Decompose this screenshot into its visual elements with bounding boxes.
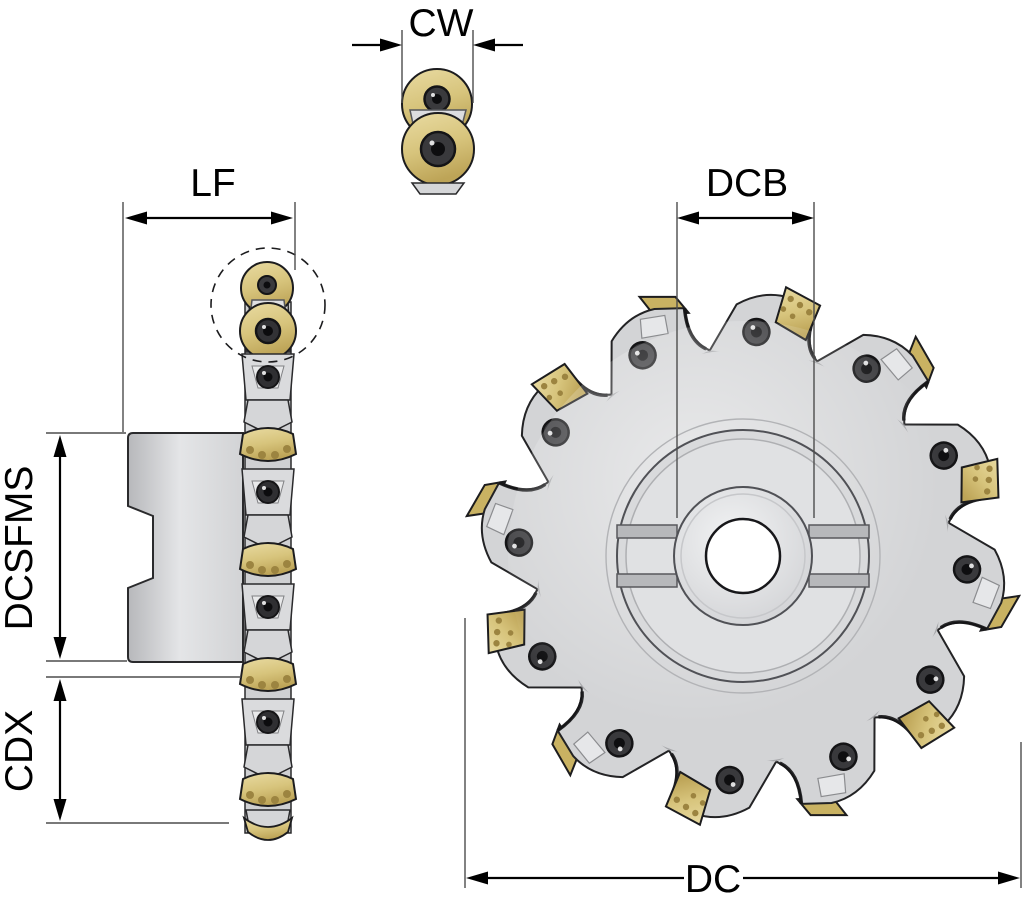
arrowhead xyxy=(53,435,67,457)
drive-slot xyxy=(808,524,870,539)
dimension-dcb xyxy=(676,202,815,518)
extension-line xyxy=(401,30,474,103)
drive-slot xyxy=(808,573,870,588)
dim-label-cdx: CDX xyxy=(0,710,41,792)
hub-outline-circle xyxy=(605,418,881,694)
arrowhead xyxy=(473,38,495,52)
extension-line xyxy=(676,202,815,518)
extension-line xyxy=(122,202,296,432)
center-bore xyxy=(704,517,782,595)
rim-bottom-cap xyxy=(242,809,294,841)
rim-segment xyxy=(239,353,297,462)
dimension-lf xyxy=(122,202,296,432)
arrowhead xyxy=(466,871,488,885)
rim-top-inserts xyxy=(239,261,297,360)
arrowhead xyxy=(998,871,1020,885)
dim-label-dc: DC xyxy=(685,858,741,901)
arrowhead xyxy=(792,211,814,225)
arrowhead xyxy=(53,799,67,821)
extension-line xyxy=(464,618,1022,888)
arrowhead xyxy=(53,679,67,701)
arrowhead xyxy=(125,211,147,225)
dimension-cdx xyxy=(46,676,241,824)
dim-label-cw: CW xyxy=(409,2,474,45)
dimension-cw xyxy=(352,30,523,103)
extension-line xyxy=(46,676,241,824)
cutter-hub xyxy=(127,432,244,663)
arrowhead xyxy=(53,637,67,659)
extension-line xyxy=(46,432,127,662)
rim-segment xyxy=(239,698,297,807)
drive-slot xyxy=(616,573,678,588)
dimension-dcsfms xyxy=(46,432,127,662)
arrowhead xyxy=(271,211,293,225)
dim-label-dcb: DCB xyxy=(706,162,788,205)
dimension-dc xyxy=(464,618,1022,888)
insert-seat-wedge xyxy=(410,182,466,195)
rim-segment xyxy=(239,468,297,577)
arrowhead xyxy=(380,38,402,52)
drive-slot xyxy=(616,524,678,539)
rim-segment xyxy=(239,583,297,692)
dim-label-dcsfms: DCSFMS xyxy=(0,466,41,631)
detail-view-top xyxy=(401,68,475,195)
arrowhead xyxy=(677,211,699,225)
dim-label-lf: LF xyxy=(190,162,236,205)
side-view xyxy=(127,247,326,841)
front-view xyxy=(457,277,1024,835)
detail-reference-circle xyxy=(210,247,326,363)
